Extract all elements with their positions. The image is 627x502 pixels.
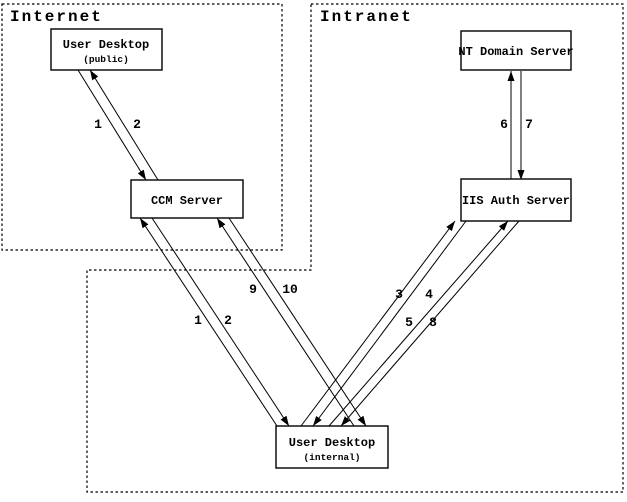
step-label-2-public: 2	[133, 117, 141, 132]
flow-line-step4-iis-to-internal	[312, 220, 467, 427]
step-label-1-internal: 1	[194, 313, 202, 328]
user-desktop-public-subtitle: (public)	[83, 54, 129, 65]
intranet-zone-border	[86, 3, 624, 493]
ccm-server-box	[130, 179, 244, 219]
flow-line-step2-ccm-to-internal	[151, 217, 290, 427]
step-label-8: 8	[429, 315, 437, 330]
node-ccm-server: CCM Server	[130, 179, 244, 219]
step-label-5: 5	[405, 315, 413, 330]
step-label-3: 3	[395, 287, 403, 302]
flow-line-step1-public-to-ccm	[77, 69, 147, 181]
user-desktop-public-title: User Desktop	[63, 38, 149, 52]
flow-line-step3-internal-to-iis	[300, 220, 456, 427]
flow-line-step8-iis-to-internal	[340, 220, 520, 427]
step-label-10: 10	[282, 282, 298, 297]
iis-auth-server-box	[460, 178, 572, 222]
internet-zone-label: Internet	[10, 8, 103, 26]
internet-zone-border	[1, 3, 283, 251]
node-user-desktop-public: User Desktop (public)	[50, 28, 163, 71]
ccm-server-title: CCM Server	[151, 194, 223, 208]
step-label-6: 6	[500, 117, 508, 132]
step-label-9: 9	[249, 282, 257, 297]
node-user-desktop-internal: User Desktop (internal)	[275, 425, 389, 469]
user-desktop-internal-box	[275, 425, 389, 469]
step-label-1-public: 1	[94, 117, 102, 132]
user-desktop-public-box	[50, 28, 163, 71]
iis-auth-server-title: IIS Auth Server	[462, 194, 570, 208]
nt-domain-server-box	[460, 30, 572, 71]
node-nt-domain-server: NT Domain Server	[458, 30, 574, 71]
user-desktop-internal-title: User Desktop	[289, 436, 375, 450]
flow-line-step1-internal-to-ccm	[139, 217, 278, 427]
node-iis-auth-server: IIS Auth Server	[460, 178, 572, 222]
flow-line-step10-ccm-to-internal	[228, 217, 367, 427]
flow-line-step5-internal-to-iis	[328, 220, 509, 427]
step-label-4: 4	[425, 287, 433, 302]
step-label-7: 7	[525, 117, 533, 132]
user-desktop-internal-subtitle: (internal)	[303, 452, 360, 463]
nt-domain-server-title: NT Domain Server	[458, 45, 573, 59]
intranet-zone-label: Intranet	[320, 8, 413, 26]
step-label-2-internal: 2	[224, 313, 232, 328]
flow-line-step2-ccm-to-public	[89, 69, 159, 181]
flow-line-step9-internal-to-ccm	[216, 217, 355, 427]
